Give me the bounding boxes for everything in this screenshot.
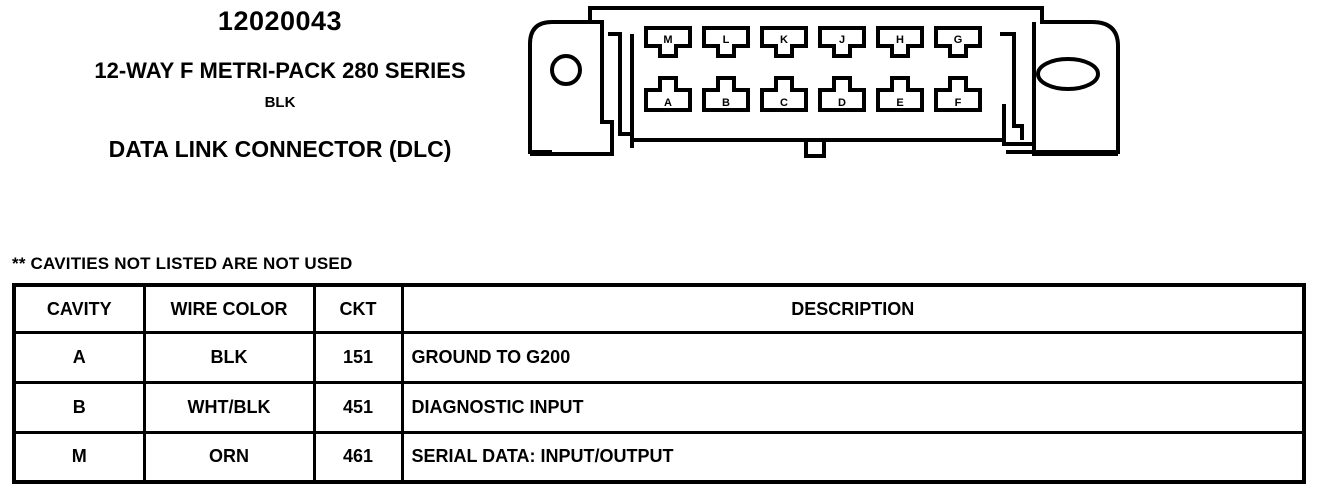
cavity-outline	[934, 76, 982, 112]
bottom-key-tab	[804, 140, 826, 158]
cavity-label: B	[722, 97, 730, 109]
connector-color: BLK	[264, 94, 296, 111]
table-row: B WHT/BLK 451 DIAGNOSTIC INPUT	[12, 380, 1306, 434]
cavity-outline	[934, 26, 982, 58]
connector-housing-outline	[528, 6, 1120, 154]
cavity-b: B	[702, 76, 750, 112]
cell-cavity: B	[12, 380, 146, 434]
part-number: 12020043	[217, 6, 343, 36]
cavity-outline	[760, 26, 808, 58]
cavity-outline	[644, 26, 692, 58]
cavity-g: G	[934, 26, 982, 58]
cavity-grid: M L K J H G A B C D E F	[644, 26, 982, 112]
cell-wire-color: WHT/BLK	[142, 380, 316, 434]
right-latch-block	[1032, 22, 1118, 156]
cavity-table: CAVITY WIRE COLOR CKT DESCRIPTION A BLK …	[12, 283, 1306, 484]
unused-cavities-note: ** CAVITIES NOT LISTED ARE NOT USED	[12, 254, 353, 273]
cavity-k: K	[760, 26, 808, 58]
cell-cavity: A	[12, 331, 146, 384]
cavity-label: G	[954, 34, 963, 46]
table-row: A BLK 151 GROUND TO G200	[12, 331, 1306, 384]
table-header-row: CAVITY WIRE COLOR CKT DESCRIPTION	[12, 283, 1306, 334]
cavity-outline	[876, 76, 924, 112]
right-latch-inner	[1000, 32, 1024, 140]
right-mounting-slot	[1036, 57, 1100, 91]
cavity-label: F	[955, 97, 962, 109]
cell-ckt: 451	[312, 380, 404, 434]
cavity-label: E	[896, 97, 903, 109]
cavity-label: L	[723, 34, 730, 46]
cavity-label: A	[664, 97, 672, 109]
cavity-outline	[818, 26, 866, 58]
cavity-f: F	[934, 76, 982, 112]
left-mounting-hole	[550, 54, 582, 86]
cavity-outline	[760, 76, 808, 112]
cell-description: SERIAL DATA: INPUT/OUTPUT	[400, 430, 1306, 484]
cavity-c: C	[760, 76, 808, 112]
cell-ckt: 151	[312, 331, 404, 384]
cell-wire-color: ORN	[142, 430, 316, 484]
cavity-h: H	[876, 26, 924, 58]
table-row: M ORN 461 SERIAL DATA: INPUT/OUTPUT	[12, 430, 1306, 484]
cell-description: DIAGNOSTIC INPUT	[400, 380, 1306, 434]
cell-ckt: 461	[312, 430, 404, 484]
cavity-d: D	[818, 76, 866, 112]
cavity-m: M	[644, 26, 692, 58]
cavity-outline	[644, 76, 692, 112]
cavity-label: J	[839, 34, 845, 46]
connector-name: DATA LINK CONNECTOR (DLC)	[108, 136, 452, 162]
cavity-label: D	[838, 97, 846, 109]
cavity-outline	[818, 76, 866, 112]
cavity-outline	[702, 26, 750, 58]
cavity-outline	[702, 76, 750, 112]
cell-description: GROUND TO G200	[400, 331, 1306, 384]
cavity-a: A	[644, 76, 692, 112]
connector-type: 12-WAY F METRI-PACK 280 SERIES	[94, 58, 466, 83]
cavity-j: J	[818, 26, 866, 58]
cavity-outline	[876, 26, 924, 58]
cavity-label: H	[896, 34, 904, 46]
cavity-label: K	[780, 34, 788, 46]
header-ckt: CKT	[312, 283, 404, 334]
header-wire-color: WIRE COLOR	[142, 283, 316, 334]
cavity-label: C	[780, 97, 788, 109]
right-latch-ridge	[1002, 104, 1034, 146]
cell-cavity: M	[12, 430, 146, 484]
cavity-l: L	[702, 26, 750, 58]
header-cavity: CAVITY	[12, 283, 146, 334]
cavity-e: E	[876, 76, 924, 112]
header-description: DESCRIPTION	[400, 283, 1306, 334]
left-latch-inner	[608, 32, 632, 136]
connector-face-diagram: M L K J H G A B C D E F	[528, 6, 1120, 158]
cell-wire-color: BLK	[142, 331, 316, 384]
cavity-label: M	[663, 34, 672, 46]
left-latch-block	[530, 20, 614, 156]
